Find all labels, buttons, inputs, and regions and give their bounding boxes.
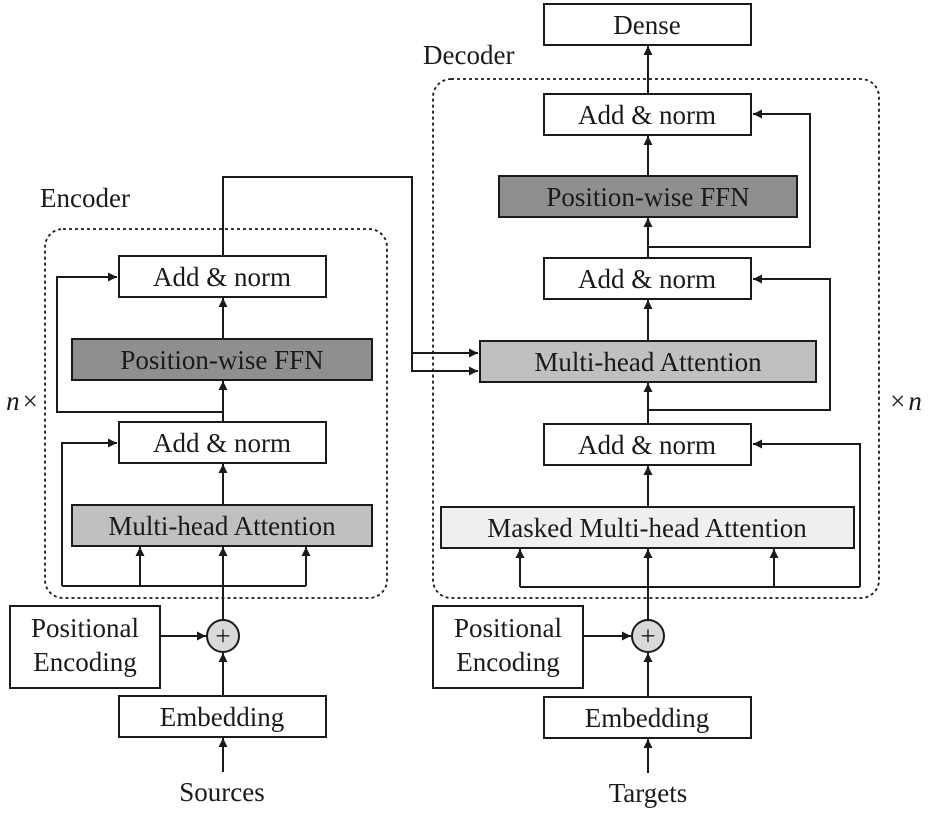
decoder-positional-line1: Positional [454,613,562,643]
decoder-residual-2 [648,274,831,411]
decoder-dense-box [543,3,752,46]
encoder-positional-line2: Encoding [33,647,136,677]
decoder-ffn-box [498,175,798,218]
encoder-residual-1 [61,438,117,586]
decoder-cross-attention-label: Multi-head Attention [534,347,762,377]
targets-label: Targets [609,778,688,808]
encoder-output-to-decoder-second [411,353,478,376]
decoder-repeat-label: ×n [890,386,922,416]
decoder-add-norm-top-box [543,93,752,136]
encoder-positional-encoding-box [9,605,161,689]
encoder-residual-2 [56,272,223,413]
decoder-add-norm-mid-label: Add & norm [578,264,716,294]
decoder-residual-3 [648,109,811,248]
decoder-masked-attention-label: Masked Multi-head Attention [487,513,807,543]
decoder-embedding-label: Embedding [585,703,709,733]
decoder-plus-symbol: + [640,621,655,651]
decoder-positional-encoding-box [432,605,584,689]
encoder-add-norm-bottom-label: Add & norm [153,428,291,458]
encoder-repeat-label: n× [6,386,38,416]
encoder-embedding-box [118,695,327,738]
encoder-positional-line1: Positional [31,613,139,643]
sources-label: Sources [179,777,264,807]
encoder-plus-symbol: + [215,621,230,651]
encoder-ffn-box [71,338,373,381]
decoder-ffn-label: Position-wise FFN [546,182,749,212]
decoder-label: Decoder [423,40,514,70]
encoder-attention-label: Multi-head Attention [108,511,336,541]
encoder-label: Encoder [40,183,130,213]
encoder-output-to-decoder [222,176,478,358]
encoder-add-norm-top-label: Add & norm [153,262,291,292]
decoder-repeat-n: n [908,386,922,416]
decoder-group-border [432,78,880,599]
decoder-add-norm-bottom-box [543,423,752,466]
encoder-repeat-times: × [23,386,38,416]
encoder-embedding-label: Embedding [160,702,284,732]
decoder-cross-attention-box [479,340,817,383]
encoder-ffn-label: Position-wise FFN [120,345,323,375]
encoder-add-norm-bottom-box [118,421,327,464]
decoder-repeat-times: × [890,386,905,416]
encoder-repeat-n: n [6,386,20,416]
encoder-attention-box [71,504,373,547]
decoder-positional-line2: Encoding [456,647,559,677]
encoder-group-border [44,228,388,599]
decoder-masked-attention-box [440,506,855,549]
decoder-add-norm-top-label: Add & norm [578,100,716,130]
decoder-residual-1 [753,439,861,587]
decoder-add-norm-mid-box [543,257,752,300]
decoder-dense-label: Dense [613,10,680,40]
encoder-add-norm-top-box [118,255,327,298]
decoder-add-norm-bottom-label: Add & norm [578,430,716,460]
